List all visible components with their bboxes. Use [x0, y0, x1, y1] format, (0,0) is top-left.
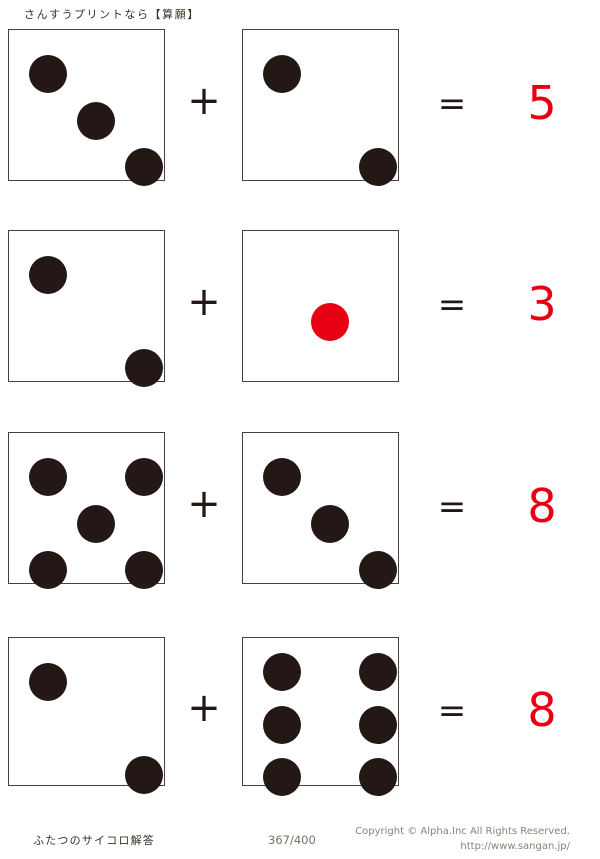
die-pip-icon: [359, 551, 397, 589]
die-pip-icon: [29, 551, 67, 589]
footer-copyright: Copyright © Alpha.Inc All Rights Reserve…: [355, 826, 570, 837]
die-left: [8, 230, 165, 387]
die-pip-icon: [29, 458, 67, 496]
die-pip-icon: [29, 663, 67, 701]
footer-worksheet-name: ふたつのサイコロ解答: [33, 834, 155, 847]
die-pip-icon: [359, 653, 397, 691]
die-right: [242, 432, 399, 589]
die-pip-icon: [263, 458, 301, 496]
die-left: [8, 637, 165, 794]
equals-operator: =: [437, 690, 467, 731]
answer-value: 5: [527, 76, 557, 130]
plus-operator: +: [187, 481, 221, 527]
die-pip-icon: [125, 756, 163, 794]
die-pip-icon: [77, 102, 115, 140]
plus-operator: +: [187, 279, 221, 325]
die-pip-icon: [311, 505, 349, 543]
die-pip-icon: [359, 148, 397, 186]
die-pip-icon: [263, 706, 301, 744]
die-right: [242, 637, 399, 796]
plus-operator: +: [187, 78, 221, 124]
answer-value: 8: [527, 479, 557, 533]
answer-value: 3: [527, 277, 557, 331]
die-pip-icon: [359, 706, 397, 744]
equals-operator: =: [437, 84, 467, 124]
die-pip-icon: [359, 758, 397, 796]
die-pip-icon: [125, 458, 163, 496]
die-pip-icon: [29, 256, 67, 294]
page-title: さんすうプリントなら【算願】: [24, 8, 200, 21]
die-pip-icon: [125, 148, 163, 186]
equals-operator: =: [437, 285, 467, 325]
die-pip-icon: [29, 55, 67, 93]
die-pip-icon: [263, 653, 301, 691]
footer-page-number: 367/400: [268, 833, 316, 847]
die-pip-icon: [125, 349, 163, 387]
answer-value: 8: [527, 682, 557, 737]
die-left: [8, 432, 165, 589]
die-right: [242, 29, 399, 186]
answer-pip-icon: [311, 303, 349, 341]
die-pip-icon: [77, 505, 115, 543]
equals-operator: =: [437, 487, 467, 527]
plus-operator: +: [187, 684, 221, 731]
die-left: [8, 29, 165, 186]
footer-url[interactable]: http://www.sangan.jp/: [460, 841, 570, 852]
die-right: [242, 230, 399, 382]
die-pip-icon: [125, 551, 163, 589]
die-pip-icon: [263, 55, 301, 93]
die-pip-icon: [263, 758, 301, 796]
